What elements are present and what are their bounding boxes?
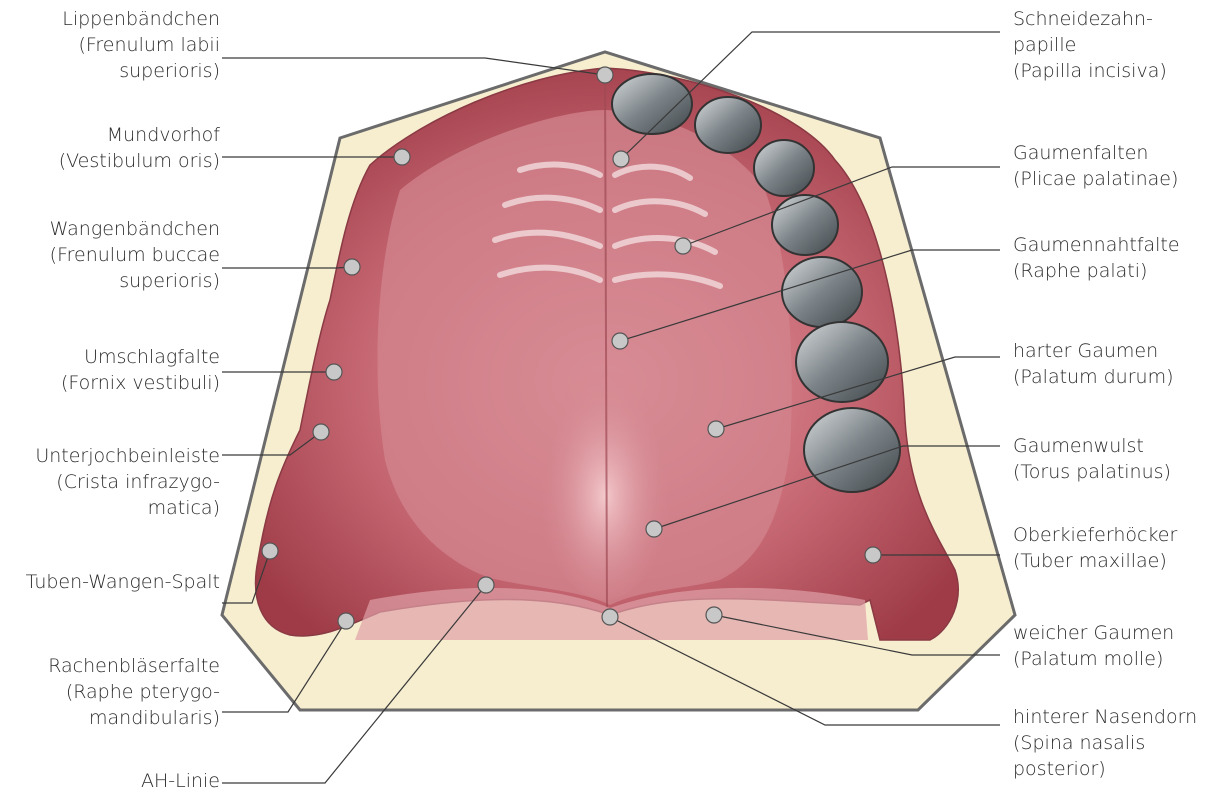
marker-hinterer-nasendorn bbox=[602, 609, 618, 625]
label-tuben-wangen-spalt: Tuben-Wangen-Spalt bbox=[26, 569, 220, 595]
marker-lippenbaendchen bbox=[597, 67, 613, 83]
marker-wangenbaendchen bbox=[344, 259, 360, 275]
marker-gaumennahtfalte bbox=[612, 333, 628, 349]
label-rachenblaeserfalte: Rachenbläserfalte(Raphe pterygo-mandibul… bbox=[48, 653, 220, 731]
marker-oberkieferhoecker bbox=[865, 547, 881, 563]
marker-gaumenfalten bbox=[675, 238, 691, 254]
label-oberkieferhoecker: Oberkieferhöcker(Tuber maxillae) bbox=[1013, 522, 1177, 574]
marker-tuben-wangen-spalt bbox=[262, 543, 278, 559]
label-weicher-gaumen: weicher Gaumen(Palatum molle) bbox=[1013, 620, 1174, 672]
label-umschlagfalte: Umschlagfalte(Fornix vestibuli) bbox=[61, 344, 220, 396]
marker-ah-linie bbox=[478, 577, 494, 593]
marker-unterjochbeinleiste bbox=[313, 424, 329, 440]
label-gaumenfalten: Gaumenfalten(Plicae palatinae) bbox=[1013, 140, 1178, 192]
label-unterjochbeinleiste: Unterjochbeinleiste(Crista infrazygo-mat… bbox=[35, 443, 220, 521]
marker-gaumenwulst bbox=[646, 521, 662, 537]
marker-harter-gaumen bbox=[708, 421, 724, 437]
torus-palatinus bbox=[535, 340, 675, 600]
marker-mundvorhof bbox=[394, 149, 410, 165]
label-ah-linie: AH-Linie bbox=[141, 768, 220, 794]
label-gaumenwulst: Gaumenwulst(Torus palatinus) bbox=[1013, 433, 1171, 485]
marker-weicher-gaumen bbox=[706, 607, 722, 623]
marker-schneidezahnpapille bbox=[613, 151, 629, 167]
label-mundvorhof: Mundvorhof(Vestibulum oris) bbox=[59, 122, 220, 174]
label-schneidezahnpapille: Schneidezahn-papille(Papilla incisiva) bbox=[1013, 6, 1167, 84]
marker-rachenblaeserfalte bbox=[338, 613, 354, 629]
label-gaumennahtfalte: Gaumennahtfalte(Raphe palati) bbox=[1013, 232, 1180, 284]
label-harter-gaumen: harter Gaumen(Palatum durum) bbox=[1013, 338, 1174, 390]
marker-umschlagfalte bbox=[326, 364, 342, 380]
